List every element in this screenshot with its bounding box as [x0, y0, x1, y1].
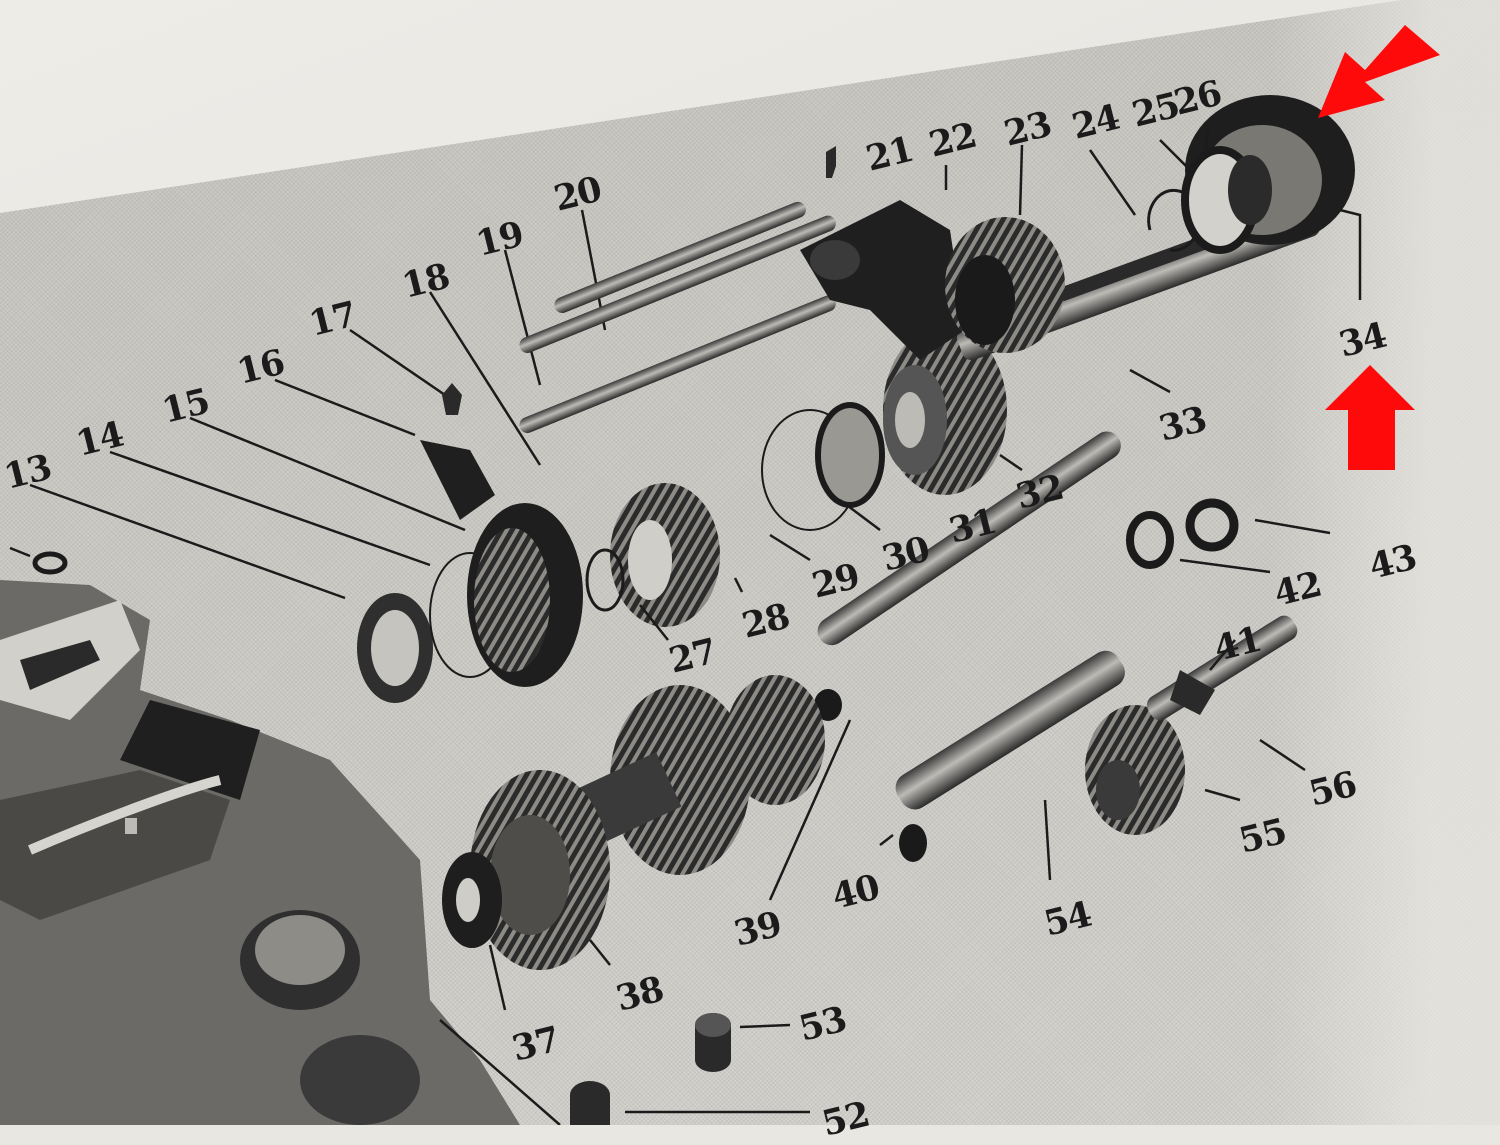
red-arrow-up-icon [1325, 365, 1415, 470]
part-43-washer [1185, 498, 1239, 552]
part-37-thrust-washer [442, 852, 502, 948]
red-arrow-down-left-icon [1318, 25, 1440, 118]
leader-lines [9, 209, 607, 600]
transmission-housing [0, 580, 520, 1125]
part-28-gear [610, 483, 720, 627]
leader-lines-lower [439, 518, 1331, 1125]
part-39-countershaft [814, 431, 1121, 721]
part-41-key [1170, 670, 1215, 715]
part-13 [32, 551, 68, 575]
part-55-reverse-gear [1085, 705, 1185, 835]
part-54-idler-shaft [895, 650, 1125, 862]
shift-rails-18-19-20 [519, 201, 836, 434]
part-17 [442, 383, 462, 415]
part-30-cone [815, 402, 885, 508]
part-52-plug [570, 1081, 610, 1125]
part-23-gear [945, 217, 1065, 353]
part-27-spring [585, 548, 625, 612]
part-16-synchronizer [420, 440, 583, 687]
part-31-32-gear-cluster [883, 325, 1007, 495]
part-42-washer [1126, 511, 1174, 569]
part-38-cluster-gear [470, 675, 825, 970]
part-22-shift-fork [800, 200, 965, 360]
part-14-bearing-ring [357, 593, 433, 703]
part-21-pin [826, 146, 836, 178]
leader-lines-upper [639, 127, 1362, 641]
part-53-plug [695, 1013, 731, 1072]
part-25-26-bearing [1181, 95, 1355, 254]
